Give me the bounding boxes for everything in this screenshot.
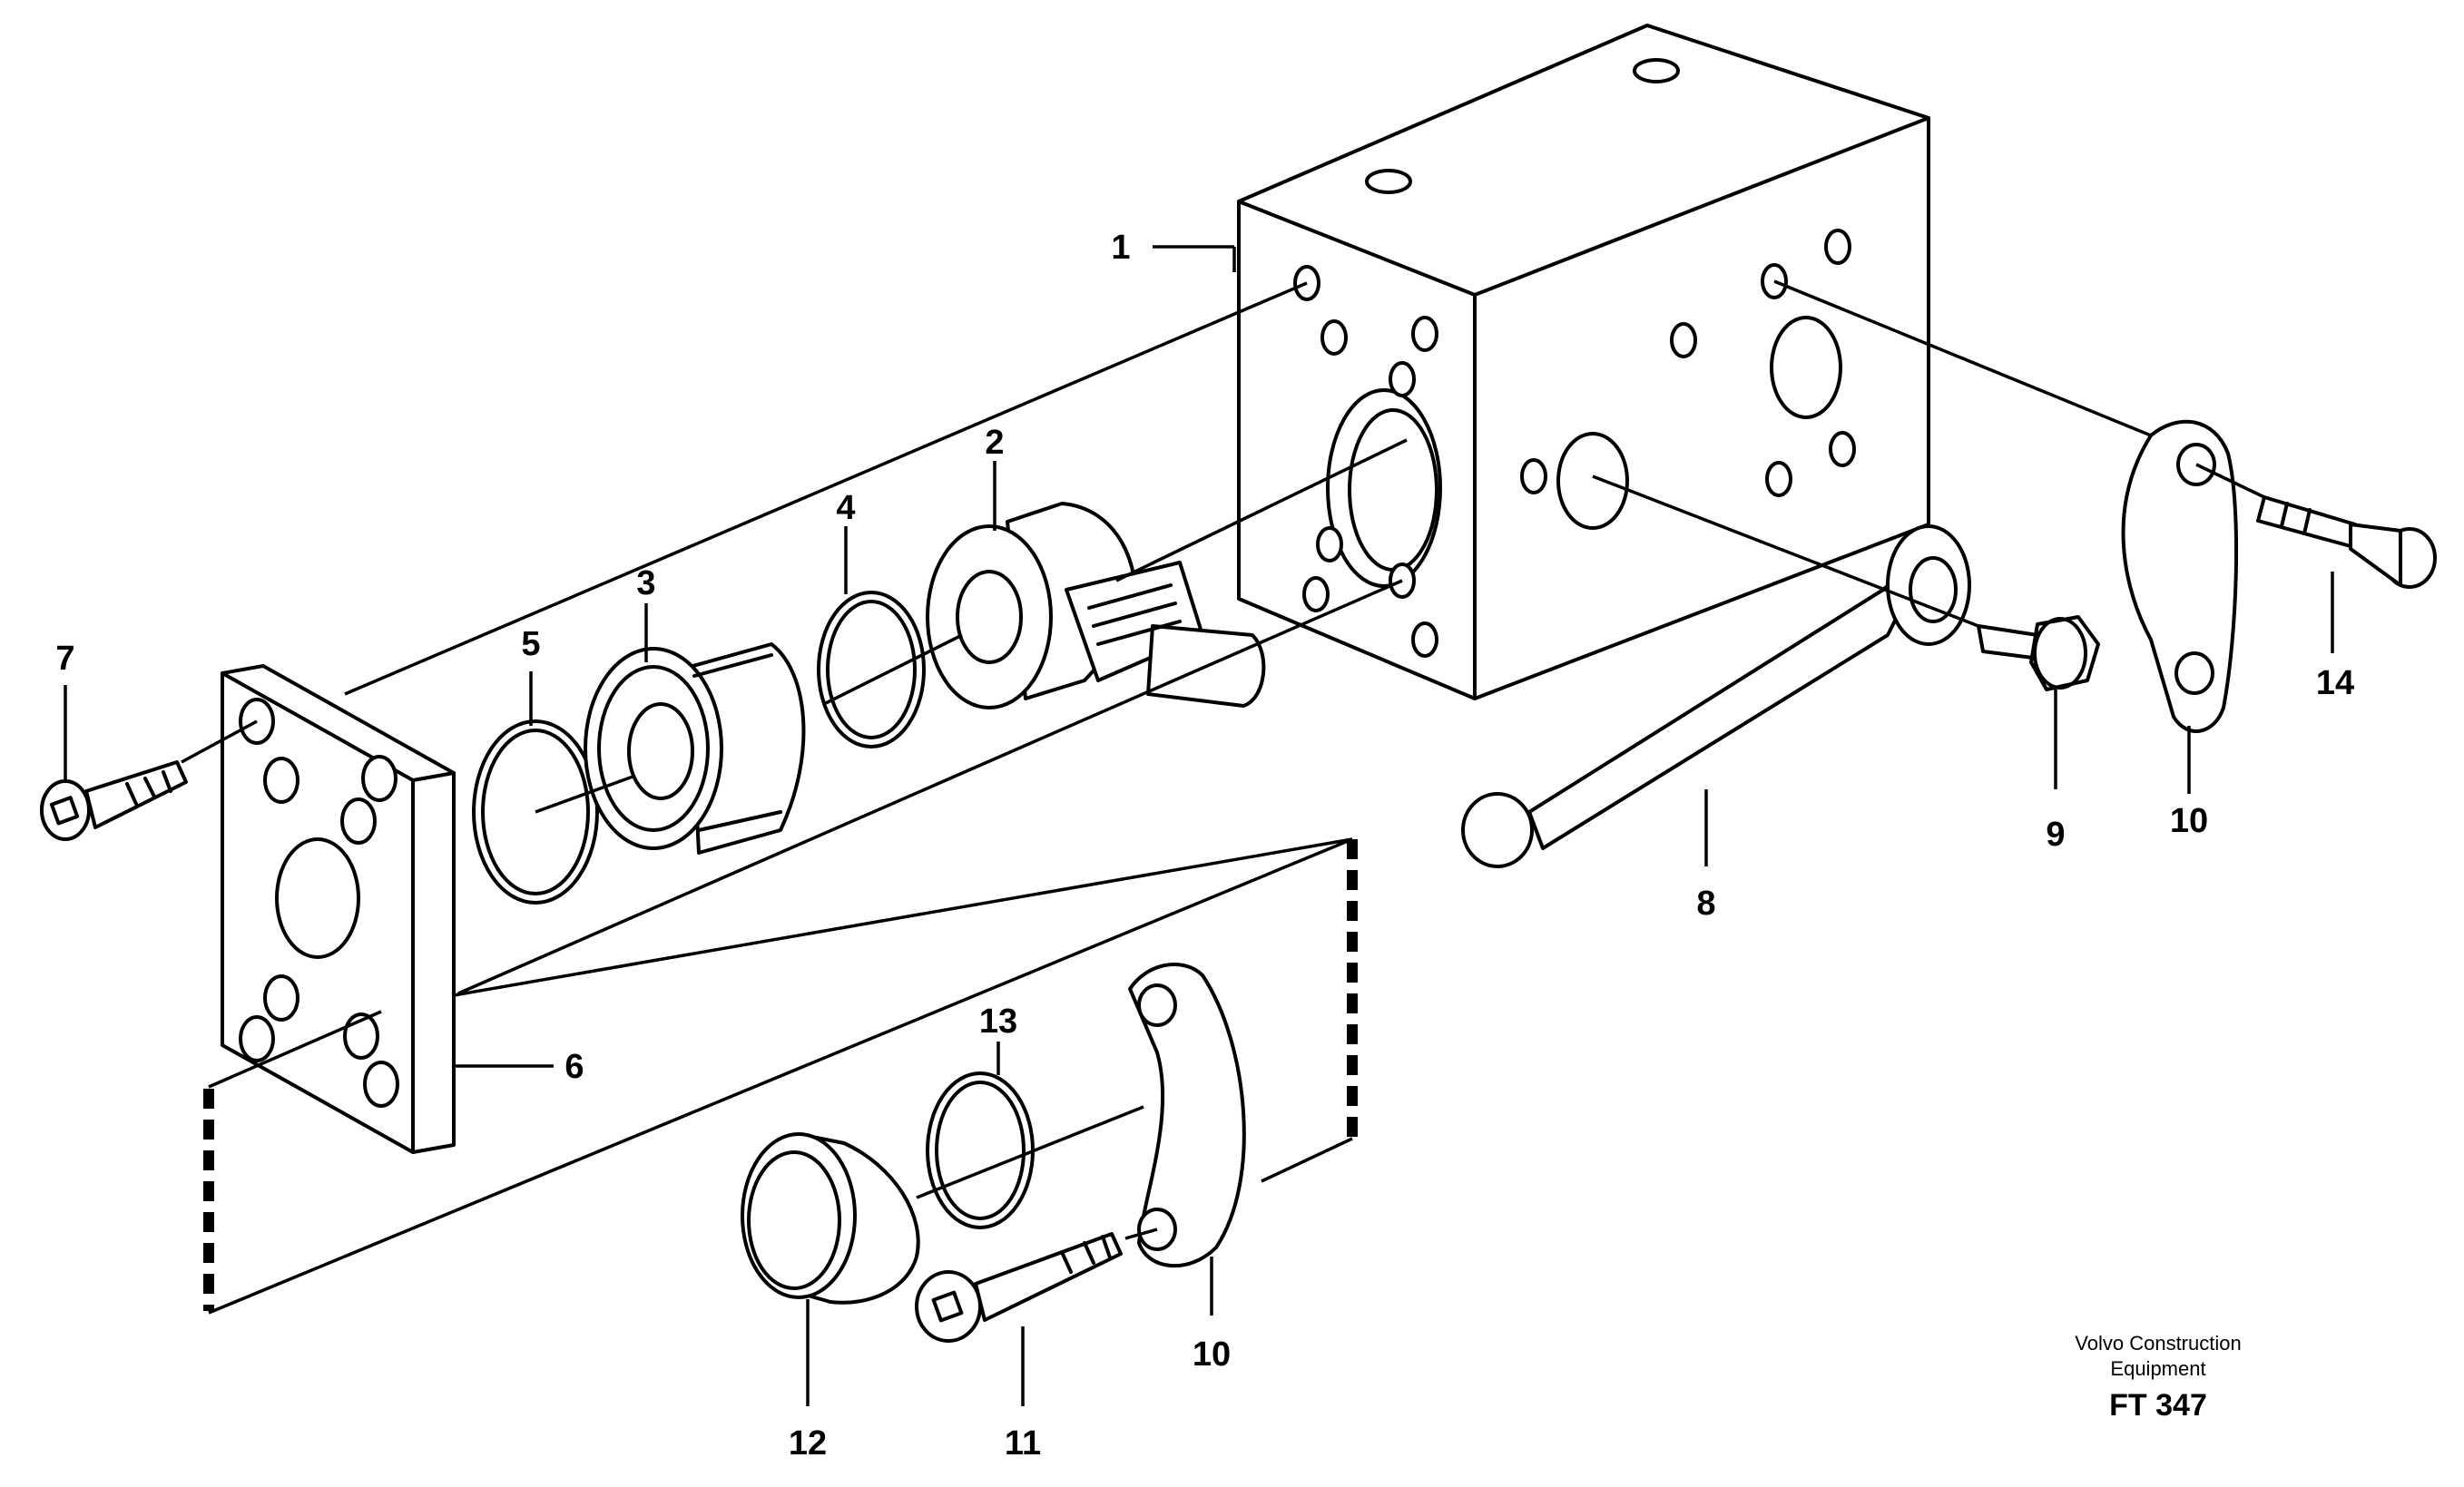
callout-5: 5 [521,625,540,663]
plug-12 [741,1132,920,1305]
bolt-14 [2256,495,2437,589]
valve-cartridge-3 [584,642,806,855]
clamp-half-lower-10 [1128,963,1246,1268]
callout-1: 1 [1111,229,1130,267]
o-ring-13 [926,1071,1035,1229]
bolt-7 [40,760,188,841]
callout-14: 14 [2316,664,2354,702]
callout-8: 8 [1696,885,1715,923]
callout-6: 6 [564,1048,584,1086]
figure-code: FT 347 [2109,1388,2207,1423]
callout-7: 7 [55,640,74,678]
callout-3: 3 [636,564,655,602]
callout-12: 12 [789,1424,827,1463]
valve-body-block [1237,24,1930,700]
credit-line-2: Equipment [2110,1357,2205,1380]
bolt-9 [1977,615,2100,691]
assembly-lines [181,279,2265,1240]
alternative-parts-frame [203,837,1358,1315]
callout-9: 9 [2046,816,2065,854]
callout-leaders [64,245,2334,1406]
o-ring-4 [817,591,926,748]
callout-4: 4 [836,489,855,527]
callout-10-lower: 10 [1193,1335,1231,1374]
publisher-credit: Volvo Construction Equipment FT 347 [2075,1332,2241,1423]
valve-housing-2 [926,502,1266,709]
callout-11: 11 [1005,1424,1041,1463]
callout-13: 13 [979,1003,1017,1041]
cover-plate [221,664,456,1154]
credit-line-1: Volvo Construction [2075,1332,2241,1355]
clamp-half-upper-10 [2121,419,2239,733]
callout-10-upper: 10 [2170,802,2208,840]
bolt-11 [915,1232,1123,1343]
callout-labels: 1 2 3 4 5 6 7 8 9 10 14 13 10 11 12 [55,229,2354,1463]
callout-2: 2 [985,424,1004,462]
o-ring-5 [472,719,599,905]
